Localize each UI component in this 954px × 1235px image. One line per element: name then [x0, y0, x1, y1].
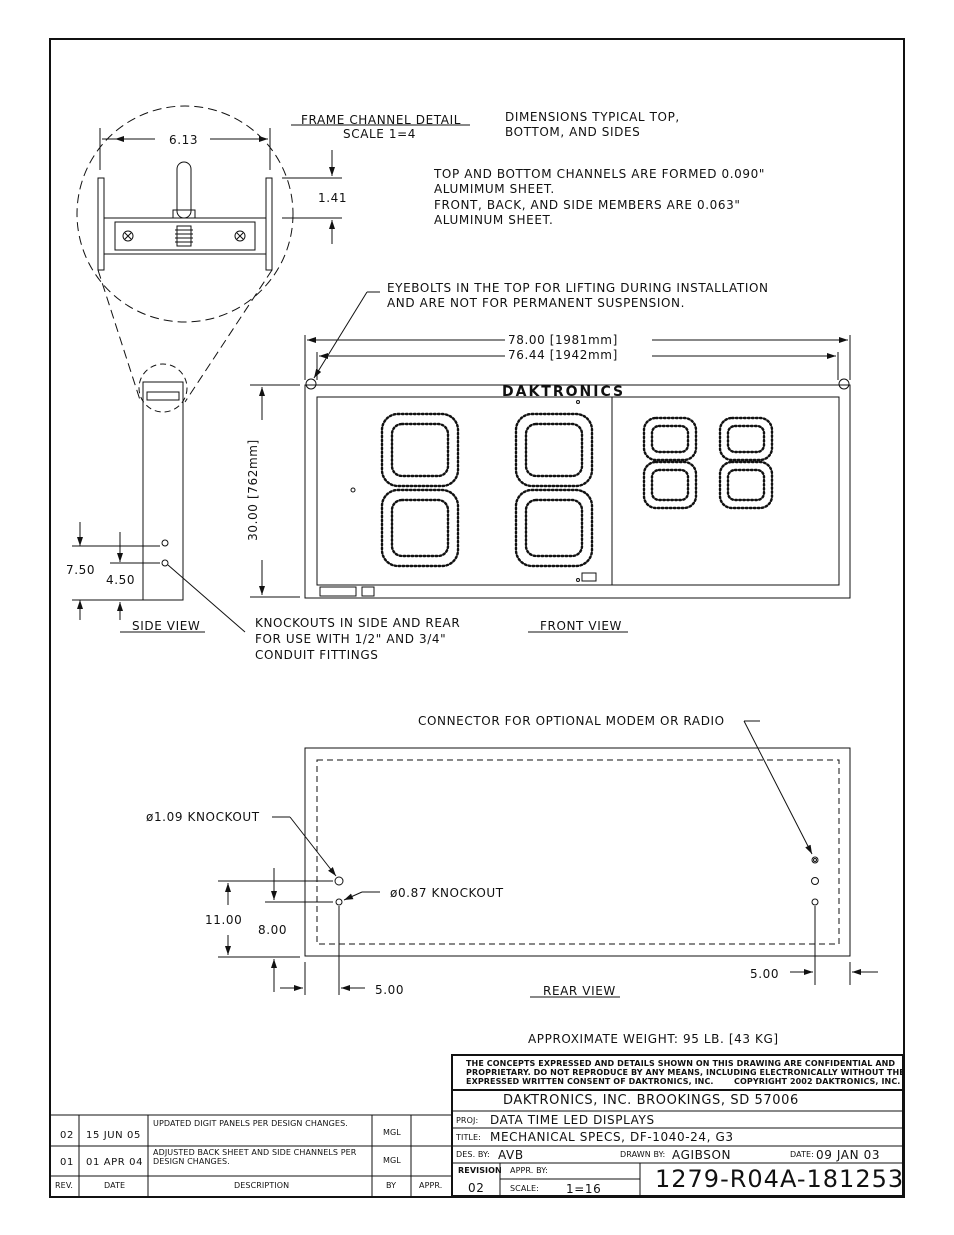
note-knockouts-1: KNOCKOUTS IN SIDE AND REAR: [255, 616, 461, 630]
note-knockouts-2: FOR USE WITH 1/2" AND 3/4": [255, 632, 447, 646]
note-knockouts-3: CONDUIT FITTINGS: [255, 648, 379, 662]
dim-inner-width: 76.44 [1942mm]: [508, 348, 618, 362]
rev-row-2-rev: 01: [60, 1157, 74, 1168]
title-block-grid: [50, 1054, 904, 1197]
revision-label: REVISION: [458, 1166, 502, 1175]
dim-overall-width: 78.00 [1981mm]: [508, 333, 618, 347]
confidential-line-3: EXPRESSED WRITTEN CONSENT OF DAKTRONICS,…: [466, 1077, 714, 1086]
des-label: DES. BY:: [456, 1150, 490, 1159]
dim-rear-11-00: 11.00: [205, 913, 243, 927]
rev-header-description: DESCRIPTION: [234, 1181, 290, 1190]
confidential-line-1: THE CONCEPTS EXPRESSED AND DETAILS SHOWN…: [466, 1059, 896, 1068]
note-dimensions-1: DIMENSIONS TYPICAL TOP,: [505, 110, 680, 124]
frame-detail-scale: SCALE 1=4: [343, 127, 417, 141]
note-connector: CONNECTOR FOR OPTIONAL MODEM OR RADIO: [418, 714, 725, 728]
drawing-title: MECHANICAL SPECS, DF-1040-24, G3: [490, 1130, 734, 1144]
note-channels-2: ALUMIMUM SHEET.: [434, 182, 555, 196]
scale-label: SCALE:: [510, 1184, 539, 1193]
note-eyebolts-1: EYEBOLTS IN THE TOP FOR LIFTING DURING I…: [387, 281, 769, 295]
drawing-scale: 1=16: [566, 1182, 602, 1196]
rev-header-by: BY: [386, 1181, 397, 1190]
knockout-large-label: ø1.09 KNOCKOUT: [146, 810, 260, 824]
note-channels-4: ALUMINUM SHEET.: [434, 213, 554, 227]
rev-row-2-by: MGL: [383, 1156, 401, 1165]
dim-rear-left-5-00: 5.00: [375, 983, 405, 997]
front-view: [250, 291, 851, 633]
note-eyebolts-2: AND ARE NOT FOR PERMANENT SUSPENSION.: [387, 296, 686, 310]
dim-6-13: 6.13: [169, 133, 199, 147]
dim-rear-8-00: 8.00: [258, 923, 288, 937]
knockout-small-label: ø0.87 KNOCKOUT: [390, 886, 504, 900]
side-view-label: SIDE VIEW: [132, 619, 201, 633]
side-view: [72, 363, 246, 633]
approx-weight: APPROXIMATE WEIGHT: 95 LB. [43 KG]: [528, 1032, 779, 1046]
rev-row-1-by: MGL: [383, 1128, 401, 1137]
proj-label: PROJ:: [456, 1116, 479, 1125]
led-digits: [380, 412, 774, 568]
confidential-line-2: PROPRIETARY. DO NOT REPRODUCE BY ANY MEA…: [466, 1068, 905, 1077]
rev-header-rev: REV.: [55, 1181, 73, 1190]
dim-side-7-50: 7.50: [66, 563, 96, 577]
rear-view: [218, 720, 878, 998]
note-channels-1: TOP AND BOTTOM CHANNELS ARE FORMED 0.090…: [434, 167, 765, 181]
rev-row-2-description: ADJUSTED BACK SHEET AND SIDE CHANNELS PE…: [153, 1148, 357, 1166]
drawn-label: DRAWN BY:: [620, 1150, 666, 1159]
project-name: DATA TIME LED DISPLAYS: [490, 1113, 655, 1127]
rev-row-1-rev: 02: [60, 1130, 74, 1141]
drawing-number: 1279-R04A-181253: [655, 1165, 905, 1193]
company-address: DAKTRONICS, INC. BROOKINGS, SD 57006: [503, 1093, 799, 1108]
appr-label: APPR. BY:: [510, 1166, 548, 1175]
brand-logo-text: DAKTRONICS: [502, 384, 626, 400]
date-label: DATE:: [790, 1150, 815, 1159]
rear-view-label: REAR VIEW: [543, 984, 616, 998]
note-channels-3: FRONT, BACK, AND SIDE MEMBERS ARE 0.063": [434, 198, 741, 212]
frame-channel-detail: [76, 105, 470, 403]
rev-row-1-description: UPDATED DIGIT PANELS PER DESIGN CHANGES.: [153, 1119, 348, 1128]
drafter: AGIBSON: [672, 1148, 732, 1162]
rev-row-1-date: 15 JUN 05: [86, 1130, 141, 1141]
dim-1-41: 1.41: [318, 191, 348, 205]
frame-detail-title: FRAME CHANNEL DETAIL: [301, 113, 462, 127]
title-label: TITLE:: [456, 1133, 481, 1142]
rev-row-2-date: 01 APR 04: [86, 1157, 144, 1168]
dim-rear-right-5-00: 5.00: [750, 967, 780, 981]
rev-header-date: DATE: [104, 1181, 126, 1190]
drawing-date: 09 JAN 03: [816, 1148, 881, 1162]
dim-front-height: 30.00 [762mm]: [246, 439, 260, 541]
note-dimensions-2: BOTTOM, AND SIDES: [505, 125, 641, 139]
dim-side-4-50: 4.50: [106, 573, 136, 587]
front-view-label: FRONT VIEW: [540, 619, 623, 633]
designer: AVB: [498, 1148, 524, 1162]
rev-header-appr: APPR.: [419, 1181, 443, 1190]
revision-number: 02: [468, 1181, 485, 1195]
copyright: COPYRIGHT 2002 DAKTRONICS, INC.: [734, 1077, 901, 1086]
